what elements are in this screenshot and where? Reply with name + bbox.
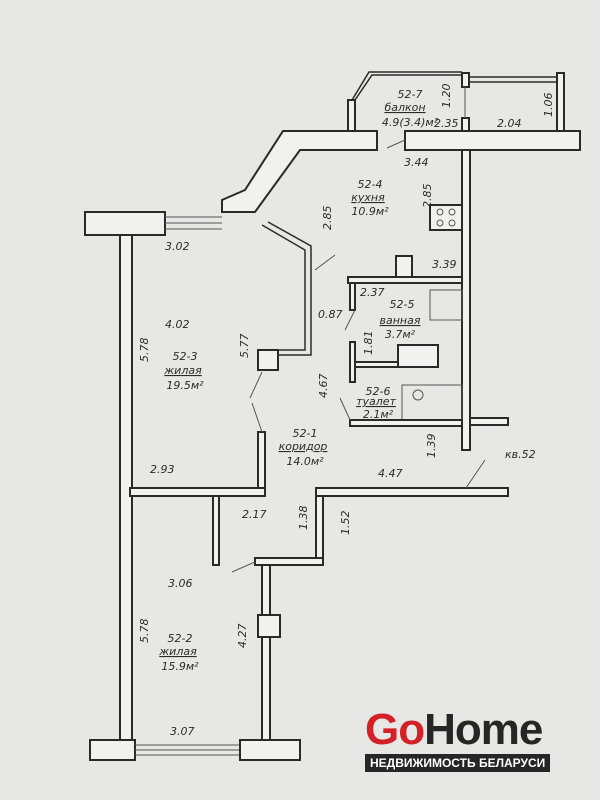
dimension-label: 3.06	[168, 577, 193, 590]
dimension-label: 1.52	[339, 511, 352, 536]
gohome-logo: GoHome НЕДВИЖИМОСТЬ БЕЛАРУСИ	[365, 705, 551, 772]
dimension-label: 0.87	[318, 308, 343, 321]
logo-go: Go	[365, 705, 425, 754]
dimension-label: 1.38	[297, 506, 310, 531]
dimension-label: 3.39	[432, 258, 457, 271]
dimension-label: 2.35	[434, 117, 459, 130]
dimension-label: 5.77	[238, 334, 251, 359]
room-name: жилая	[158, 645, 197, 658]
room-area: 2.1м²	[363, 408, 394, 421]
dimension-label: 1.39	[425, 434, 438, 459]
dimension-label: 1.20	[440, 84, 453, 109]
room-area: 15.9м²	[161, 660, 199, 673]
room-52-4: 52-4 кухня 10.9м²	[351, 178, 389, 218]
room-id: 52-1	[293, 427, 318, 440]
dimension-label: 3.07	[170, 725, 195, 738]
room-52-3: 52-3 жилая 19.5м²	[163, 350, 204, 392]
room-area: 4.9(3.4)м²	[382, 116, 439, 129]
room-52-1: 52-1 коридор 14.0м²	[279, 427, 328, 468]
room-id: 52-7	[398, 88, 423, 101]
room-name: туалет	[356, 395, 396, 408]
room-id: 52-5	[390, 298, 415, 311]
room-id: 52-6	[366, 385, 391, 398]
room-id: 52-4	[358, 178, 383, 191]
dimension-label: 4.47	[378, 467, 403, 480]
dimension-label: 2.37	[360, 286, 385, 299]
dimension-label: 3.02	[165, 240, 190, 253]
room-area: 3.7м²	[385, 328, 416, 341]
room-name: балкон	[384, 101, 425, 114]
room-52-6: 52-6 туалет 2.1м²	[356, 385, 396, 421]
dimension-label: 3.44	[404, 156, 429, 169]
room-52-7: 52-7 балкон 4.9(3.4)м²	[382, 88, 439, 129]
logo-tagline: НЕДВИЖИМОСТЬ БЕЛАРУСИ	[365, 754, 551, 772]
walls	[84, 71, 581, 761]
dimension-label: 1.06	[542, 93, 555, 118]
dimension-label: 2.04	[497, 117, 522, 130]
room-area: 19.5м²	[166, 379, 204, 392]
dimension-label: 4.02	[165, 318, 190, 331]
room-52-5: 52-5 ванная 3.7м²	[380, 298, 421, 341]
room-name: кухня	[351, 191, 385, 204]
room-name: жилая	[163, 364, 202, 377]
room-id: 52-3	[173, 350, 198, 363]
dimension-label: 5.78	[138, 338, 151, 363]
room-area: 14.0м²	[286, 455, 324, 468]
dimension-label: 2.93	[150, 463, 175, 476]
apartment-label: кв.52	[505, 448, 536, 461]
dimension-label: 1.81	[362, 331, 375, 356]
room-id: 52-2	[168, 632, 193, 645]
dimension-label: 4.67	[317, 374, 330, 399]
dimensions: 1.20 1.06 2.35 2.04 3.44 2.85 2.85 3.02 …	[138, 84, 555, 739]
dimension-label: 5.78	[138, 619, 151, 644]
logo-home: Home	[424, 705, 543, 754]
dimension-label: 2.17	[242, 508, 267, 521]
room-name: коридор	[279, 440, 328, 453]
dimension-label: 4.27	[236, 624, 249, 649]
room-name: ванная	[380, 314, 421, 327]
dimension-label: 2.85	[421, 184, 434, 209]
room-area: 10.9м²	[351, 205, 389, 218]
room-52-2: 52-2 жилая 15.9м²	[158, 632, 199, 673]
dimension-label: 2.85	[321, 206, 334, 231]
